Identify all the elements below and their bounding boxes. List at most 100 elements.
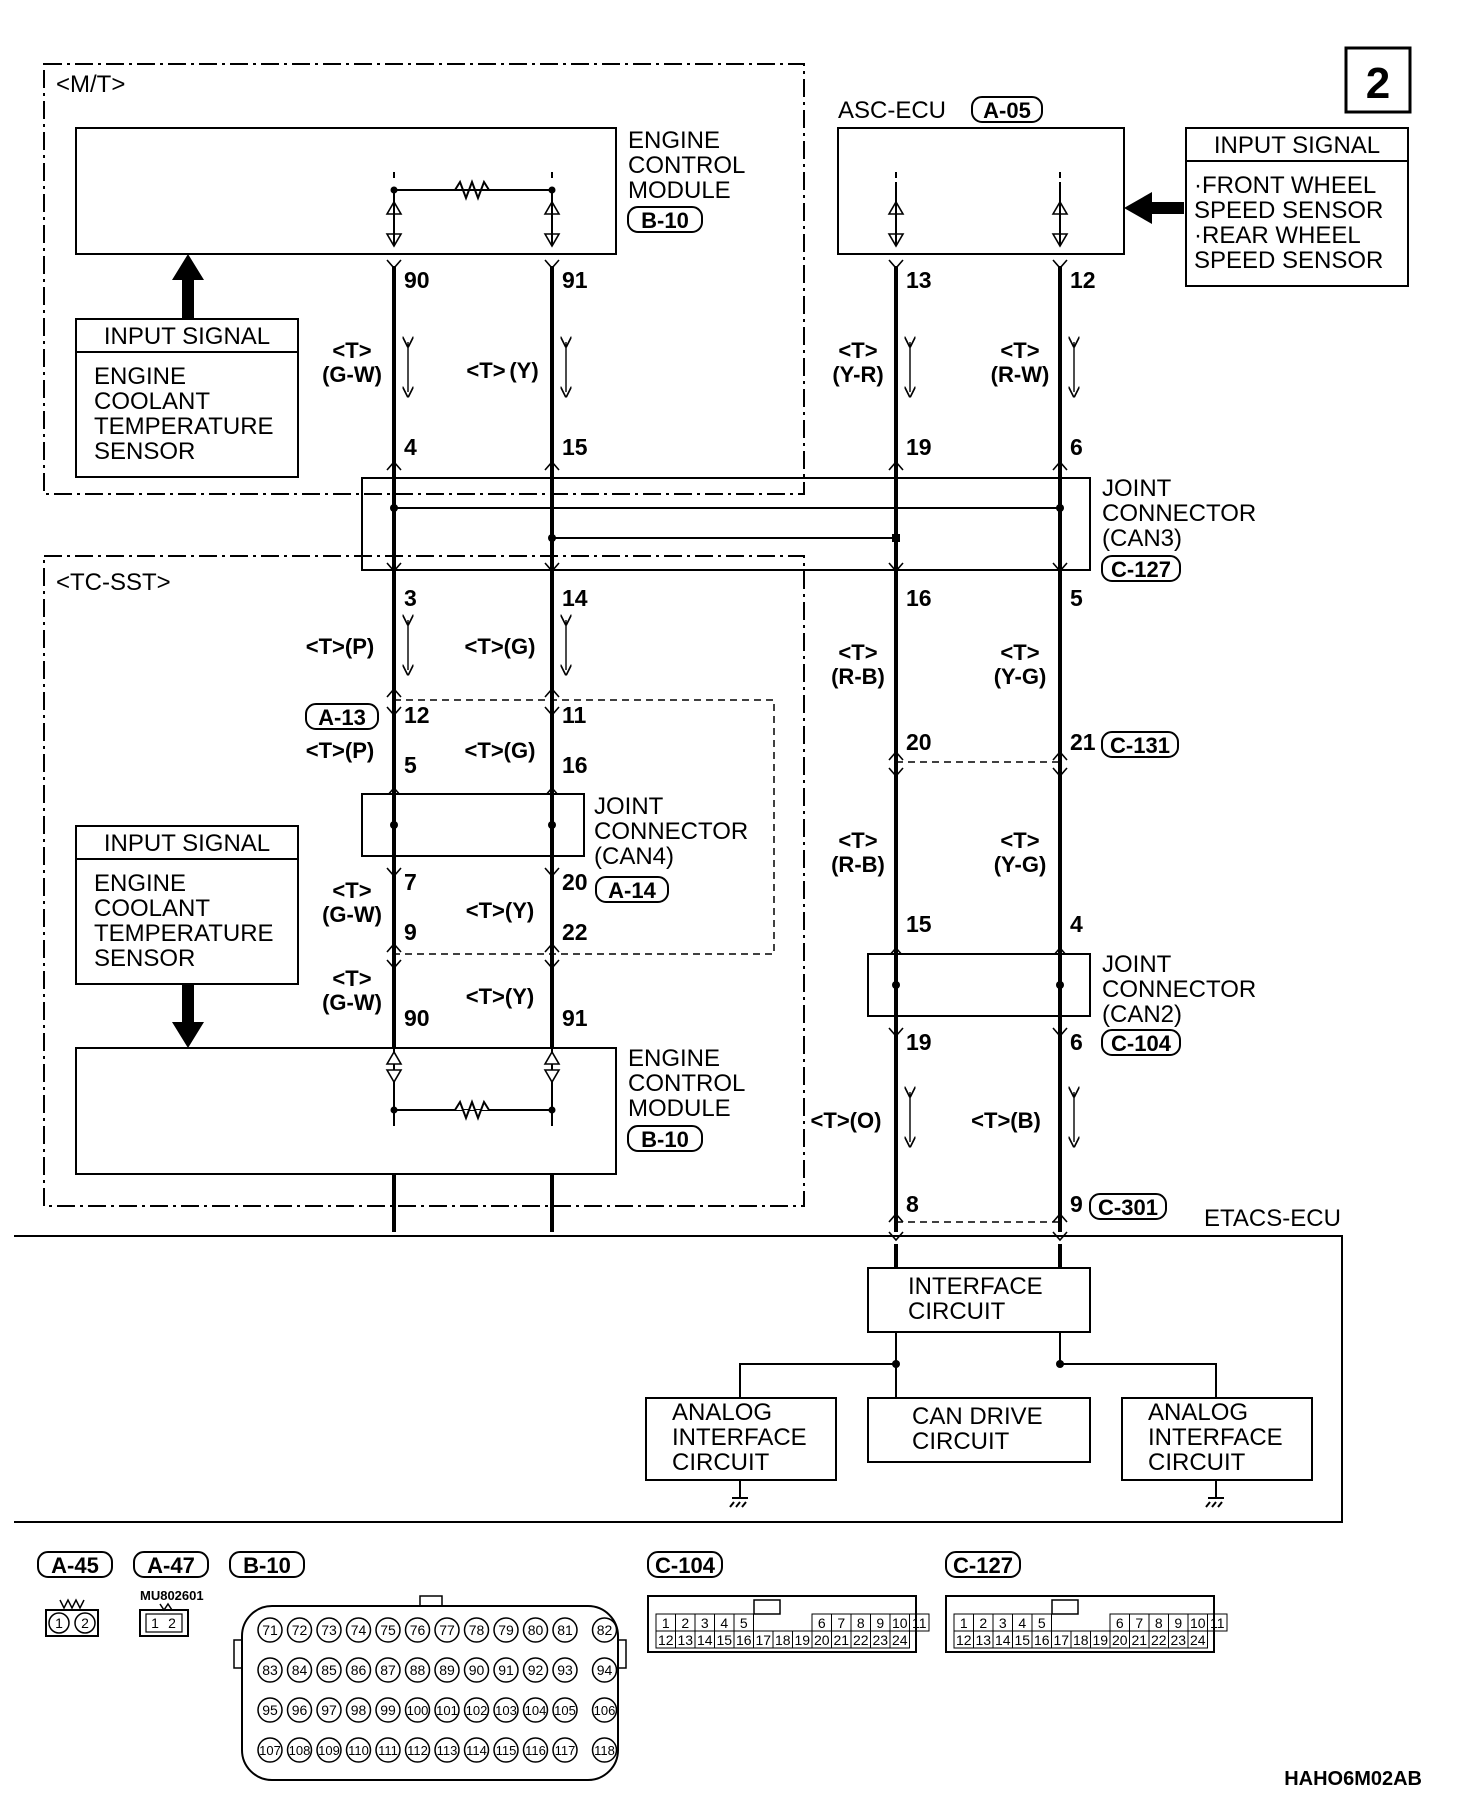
b10-pin-circle bbox=[493, 1737, 519, 1763]
b10-pin-label: 103 bbox=[495, 1703, 517, 1718]
can-pin-label: 16 bbox=[736, 1632, 752, 1648]
can-pin-label: 3 bbox=[999, 1615, 1007, 1631]
cv-a45-pin1: 1 bbox=[55, 1615, 63, 1631]
pin-c131-20: 20 bbox=[906, 729, 932, 755]
wire-o-17: <T>(O) bbox=[811, 1108, 882, 1133]
pin-ecmb-90: 90 bbox=[404, 1005, 430, 1031]
ecm-top-connector: B-10 bbox=[641, 208, 689, 233]
b10-pin-circle bbox=[591, 1737, 618, 1763]
b10-pin-circle bbox=[493, 1697, 519, 1723]
b10-pin-label: 111 bbox=[378, 1743, 398, 1758]
b10-pin-label: 100 bbox=[407, 1703, 429, 1718]
pin-can3-3: 3 bbox=[404, 585, 417, 611]
can-pin-label: 6 bbox=[818, 1615, 826, 1631]
b10-pin-label: 101 bbox=[436, 1703, 458, 1718]
interface-line-2: CIRCUIT bbox=[908, 1298, 1006, 1325]
etacs-label: ETACS-ECU bbox=[1204, 1205, 1341, 1232]
can-pin-label: 6 bbox=[1116, 1615, 1124, 1631]
wire-y-2: (Y) bbox=[509, 358, 538, 383]
wire-g-6: <T>(G) bbox=[465, 634, 536, 659]
input-signal-tcsst bbox=[75, 825, 299, 1048]
b10-pin-circle bbox=[522, 1697, 549, 1723]
joint-can2 bbox=[867, 944, 1091, 1030]
input-tcsst-line-4: SENSOR bbox=[94, 945, 195, 972]
b10-pin-label: 109 bbox=[318, 1743, 340, 1758]
b10-pin-label: 92 bbox=[528, 1662, 544, 1678]
etacs-circuits bbox=[645, 1244, 1313, 1508]
can-pin-label: 7 bbox=[837, 1615, 845, 1631]
ecm-bottom-line-1: ENGINE bbox=[628, 1045, 720, 1072]
pin-a13-12: 12 bbox=[404, 702, 430, 728]
can-pin-label: 14 bbox=[697, 1632, 713, 1648]
can-pin-label: 3 bbox=[701, 1615, 709, 1631]
b10-pin-circle bbox=[375, 1737, 401, 1763]
can-pin-label: 9 bbox=[876, 1615, 884, 1631]
mt-group-label: <M/T> bbox=[56, 71, 125, 98]
can-pin-label: 24 bbox=[892, 1632, 908, 1648]
pin-c301-9: 9 bbox=[1070, 1191, 1083, 1217]
b10-pin-label: 78 bbox=[469, 1622, 485, 1638]
b10-pin-circle bbox=[286, 1617, 313, 1643]
b10-pin-circle bbox=[345, 1697, 372, 1723]
analog-left-line-3: CIRCUIT bbox=[672, 1449, 770, 1476]
analog-right-line-1: ANALOG bbox=[1148, 1399, 1248, 1426]
b10-pin-label: 87 bbox=[380, 1662, 396, 1678]
input-asc-line-4: SPEED SENSOR bbox=[1194, 247, 1383, 274]
wire-t-1: <T> bbox=[332, 338, 371, 363]
cv-c127-label: C-127 bbox=[953, 1553, 1013, 1578]
can-pin-label: 11 bbox=[1210, 1615, 1225, 1631]
wire-yg-14: (Y-G) bbox=[994, 664, 1047, 689]
can-housing-key bbox=[1051, 1599, 1079, 1615]
b10-pin-circle bbox=[522, 1617, 549, 1643]
input-asc-line-2: SPEED SENSOR bbox=[1194, 197, 1383, 224]
b10-pin-circle bbox=[463, 1657, 490, 1683]
can-pin-label: 15 bbox=[716, 1632, 732, 1648]
can-pin-label: 21 bbox=[833, 1632, 849, 1648]
b10-pin-circle bbox=[345, 1737, 372, 1763]
analog-left-line-2: INTERFACE bbox=[672, 1424, 807, 1451]
wire-rw-4: (R-W) bbox=[991, 362, 1050, 387]
b10-pin-label: 102 bbox=[466, 1703, 488, 1718]
wire-g-8: <T>(G) bbox=[465, 738, 536, 763]
can-pin-label: 13 bbox=[677, 1632, 693, 1648]
cv-a47-pin1: 1 bbox=[151, 1615, 159, 1631]
b10-pin-label: 110 bbox=[348, 1743, 369, 1758]
cv-a45-label: A-45 bbox=[51, 1553, 99, 1578]
b10-pin-label: 112 bbox=[407, 1743, 428, 1758]
joint-can4 bbox=[361, 782, 585, 868]
b10-pin-circle bbox=[286, 1657, 313, 1683]
can-pin-label: 10 bbox=[1190, 1615, 1206, 1631]
can-pin-label: 22 bbox=[1151, 1632, 1167, 1648]
signal-arrows bbox=[408, 342, 1074, 1142]
b10-pin-label: 77 bbox=[439, 1622, 455, 1638]
wire-p-7: <T>(P) bbox=[306, 738, 374, 763]
b10-pin-label: 94 bbox=[597, 1662, 613, 1678]
wire-t-9: <T> bbox=[332, 878, 371, 903]
b10-pin-circle bbox=[286, 1697, 313, 1723]
wire-y-10: <T>(Y) bbox=[466, 898, 534, 923]
pin-can2-4: 4 bbox=[1070, 911, 1083, 937]
b10-pin-circle bbox=[316, 1697, 342, 1723]
analog-right-line-2: INTERFACE bbox=[1148, 1424, 1283, 1451]
ecm-top-line-2: CONTROL bbox=[628, 152, 745, 179]
can2-line-3: (CAN2) bbox=[1102, 1001, 1182, 1028]
wire-t-11: <T> bbox=[332, 966, 371, 991]
input-asc-line-1: ·FRONT WHEEL bbox=[1194, 172, 1376, 199]
ecm-bottom-connector: B-10 bbox=[641, 1127, 689, 1152]
can-pin-label: 12 bbox=[658, 1632, 674, 1648]
b10-pin-circle bbox=[404, 1737, 431, 1763]
can2-connector: C-104 bbox=[1111, 1031, 1172, 1056]
pin-a47-22: 22 bbox=[562, 919, 588, 945]
can-pin-cell bbox=[909, 1613, 930, 1632]
b10-pin-label: 108 bbox=[289, 1743, 311, 1758]
b10-pin-label: 84 bbox=[292, 1662, 308, 1678]
cv-a45-pin2: 2 bbox=[81, 1615, 89, 1631]
pin-can3-19: 19 bbox=[906, 434, 932, 460]
can-pin-label: 1 bbox=[960, 1615, 968, 1631]
tcsst-group-box bbox=[43, 555, 805, 1207]
mt-group-box bbox=[43, 63, 805, 495]
analog-left-line-1: ANALOG bbox=[672, 1399, 772, 1426]
pin-can2-19: 19 bbox=[906, 1029, 932, 1055]
ecm-top-line-3: MODULE bbox=[628, 177, 731, 204]
input-signal-asc bbox=[1185, 127, 1409, 287]
